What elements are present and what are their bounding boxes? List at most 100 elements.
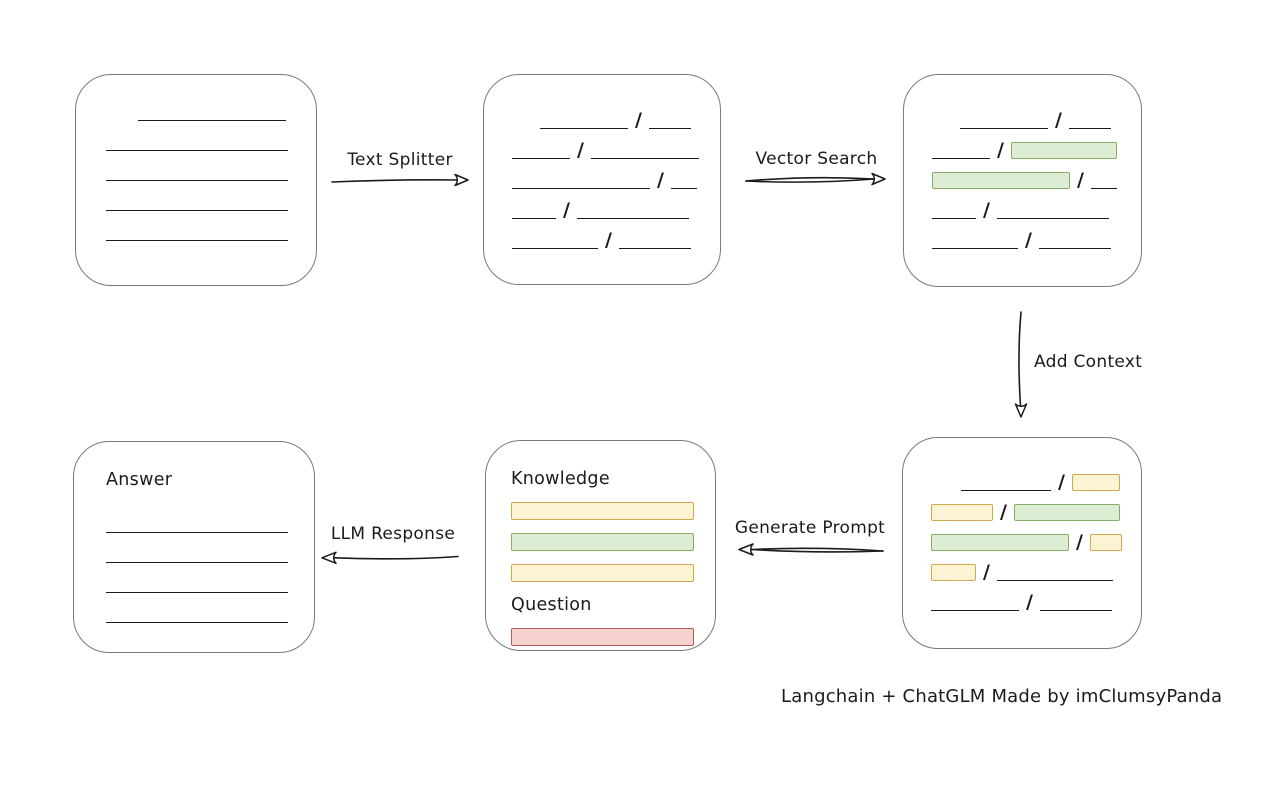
text-line bbox=[512, 247, 598, 249]
vector-search-label: Vector Search bbox=[755, 149, 878, 169]
split-chunks-lines: / / / / / bbox=[484, 75, 720, 284]
text-line bbox=[1039, 609, 1112, 611]
slash-separator: / bbox=[635, 109, 642, 131]
text-line bbox=[1090, 187, 1117, 189]
yellow-bar bbox=[511, 564, 694, 582]
segment-row bbox=[106, 593, 314, 623]
slash-separator: / bbox=[1076, 531, 1083, 553]
segment-row: / bbox=[931, 461, 1141, 493]
answer-box: Answer bbox=[73, 441, 315, 653]
segment-row: / bbox=[932, 189, 1141, 221]
slash-separator: / bbox=[657, 169, 664, 191]
answer-lines bbox=[106, 503, 314, 623]
segment-row: / bbox=[932, 219, 1141, 251]
split-chunks-box: / / / / / bbox=[483, 74, 721, 285]
segment-row bbox=[106, 121, 316, 151]
text-line bbox=[996, 579, 1113, 581]
slash-separator: / bbox=[577, 139, 584, 161]
slash-separator: / bbox=[1058, 471, 1065, 493]
text-line bbox=[106, 531, 288, 533]
segment-row: / bbox=[512, 159, 720, 191]
slash-separator: / bbox=[1000, 501, 1007, 523]
text-line bbox=[512, 187, 650, 189]
slash-separator: / bbox=[983, 199, 990, 221]
segment-row: / bbox=[932, 129, 1141, 161]
green-highlight-chunk bbox=[932, 172, 1070, 189]
text-line bbox=[932, 217, 976, 219]
segment-row bbox=[106, 151, 316, 181]
text-line bbox=[961, 489, 1051, 491]
segment-row: / bbox=[931, 581, 1141, 613]
segment-row bbox=[106, 211, 316, 241]
llm-response-label: LLM Response bbox=[330, 524, 456, 544]
answer-heading: Answer bbox=[106, 470, 173, 490]
credit-text: Langchain + ChatGLM Made by imClumsyPand… bbox=[781, 686, 1223, 707]
segment-row bbox=[106, 563, 314, 593]
text-line bbox=[996, 217, 1109, 219]
prompt-box: Knowledge Question bbox=[485, 440, 716, 651]
slash-separator: / bbox=[1025, 229, 1032, 251]
text-splitter-label: Text Splitter bbox=[347, 150, 453, 170]
text-line bbox=[1068, 127, 1111, 129]
slash-separator: / bbox=[1026, 591, 1033, 613]
slash-separator: / bbox=[1055, 109, 1062, 131]
knowledge-heading: Knowledge bbox=[511, 469, 610, 489]
green-highlight-chunk bbox=[1013, 504, 1120, 521]
text-line bbox=[670, 187, 697, 189]
text-line bbox=[960, 127, 1048, 129]
context-chunks-box: / / / / / bbox=[902, 437, 1142, 649]
segment-row: / bbox=[931, 551, 1141, 583]
question-heading: Question bbox=[511, 595, 592, 615]
red-bar bbox=[511, 628, 694, 646]
segment-row: / bbox=[512, 129, 720, 161]
segment-row bbox=[106, 533, 314, 563]
text-line bbox=[590, 157, 699, 159]
segment-row: / bbox=[512, 219, 720, 251]
add-context-label: Add Context bbox=[1034, 352, 1143, 372]
segment-row: / bbox=[512, 99, 720, 131]
segment-row: / bbox=[932, 99, 1141, 131]
generate-prompt-arrow-icon bbox=[738, 543, 884, 556]
text-line bbox=[1038, 247, 1111, 249]
green-highlight-chunk bbox=[1010, 142, 1117, 159]
add-context-arrow-icon bbox=[1014, 311, 1028, 418]
segment-row: / bbox=[932, 159, 1141, 190]
question-bars bbox=[511, 628, 715, 646]
knowledge-bars bbox=[511, 502, 715, 582]
text-line bbox=[138, 119, 286, 121]
slash-separator: / bbox=[983, 561, 990, 583]
yellow-highlight-chunk bbox=[931, 504, 993, 521]
segment-row bbox=[106, 181, 316, 211]
yellow-highlight-chunk bbox=[1089, 534, 1122, 551]
yellow-bar bbox=[511, 502, 694, 520]
green-bar bbox=[511, 533, 694, 551]
segment-row: / bbox=[931, 491, 1141, 523]
slash-separator: / bbox=[997, 139, 1004, 161]
text-line bbox=[512, 157, 570, 159]
matched-chunks-box: ///// bbox=[903, 74, 1142, 287]
slash-separator: / bbox=[605, 229, 612, 251]
segment-row: / bbox=[512, 189, 720, 221]
segment-row: / bbox=[931, 521, 1141, 553]
llm-response-arrow-icon bbox=[321, 551, 459, 565]
text-line bbox=[931, 609, 1019, 611]
yellow-highlight-chunk bbox=[1071, 474, 1120, 491]
slash-separator: / bbox=[563, 199, 570, 221]
text-line bbox=[932, 247, 1018, 249]
text-line bbox=[106, 149, 288, 151]
text-line bbox=[512, 217, 556, 219]
text-line bbox=[618, 247, 691, 249]
text-line bbox=[648, 127, 691, 129]
text-line bbox=[106, 209, 288, 211]
text-line bbox=[576, 217, 689, 219]
text-line bbox=[106, 239, 288, 241]
text-line bbox=[106, 561, 288, 563]
yellow-highlight-chunk bbox=[931, 564, 976, 581]
green-highlight-chunk bbox=[931, 534, 1069, 551]
text-line bbox=[540, 127, 628, 129]
segment-row bbox=[106, 503, 314, 533]
text-line bbox=[106, 179, 288, 181]
text-line bbox=[106, 591, 288, 593]
segment-row bbox=[106, 91, 316, 121]
